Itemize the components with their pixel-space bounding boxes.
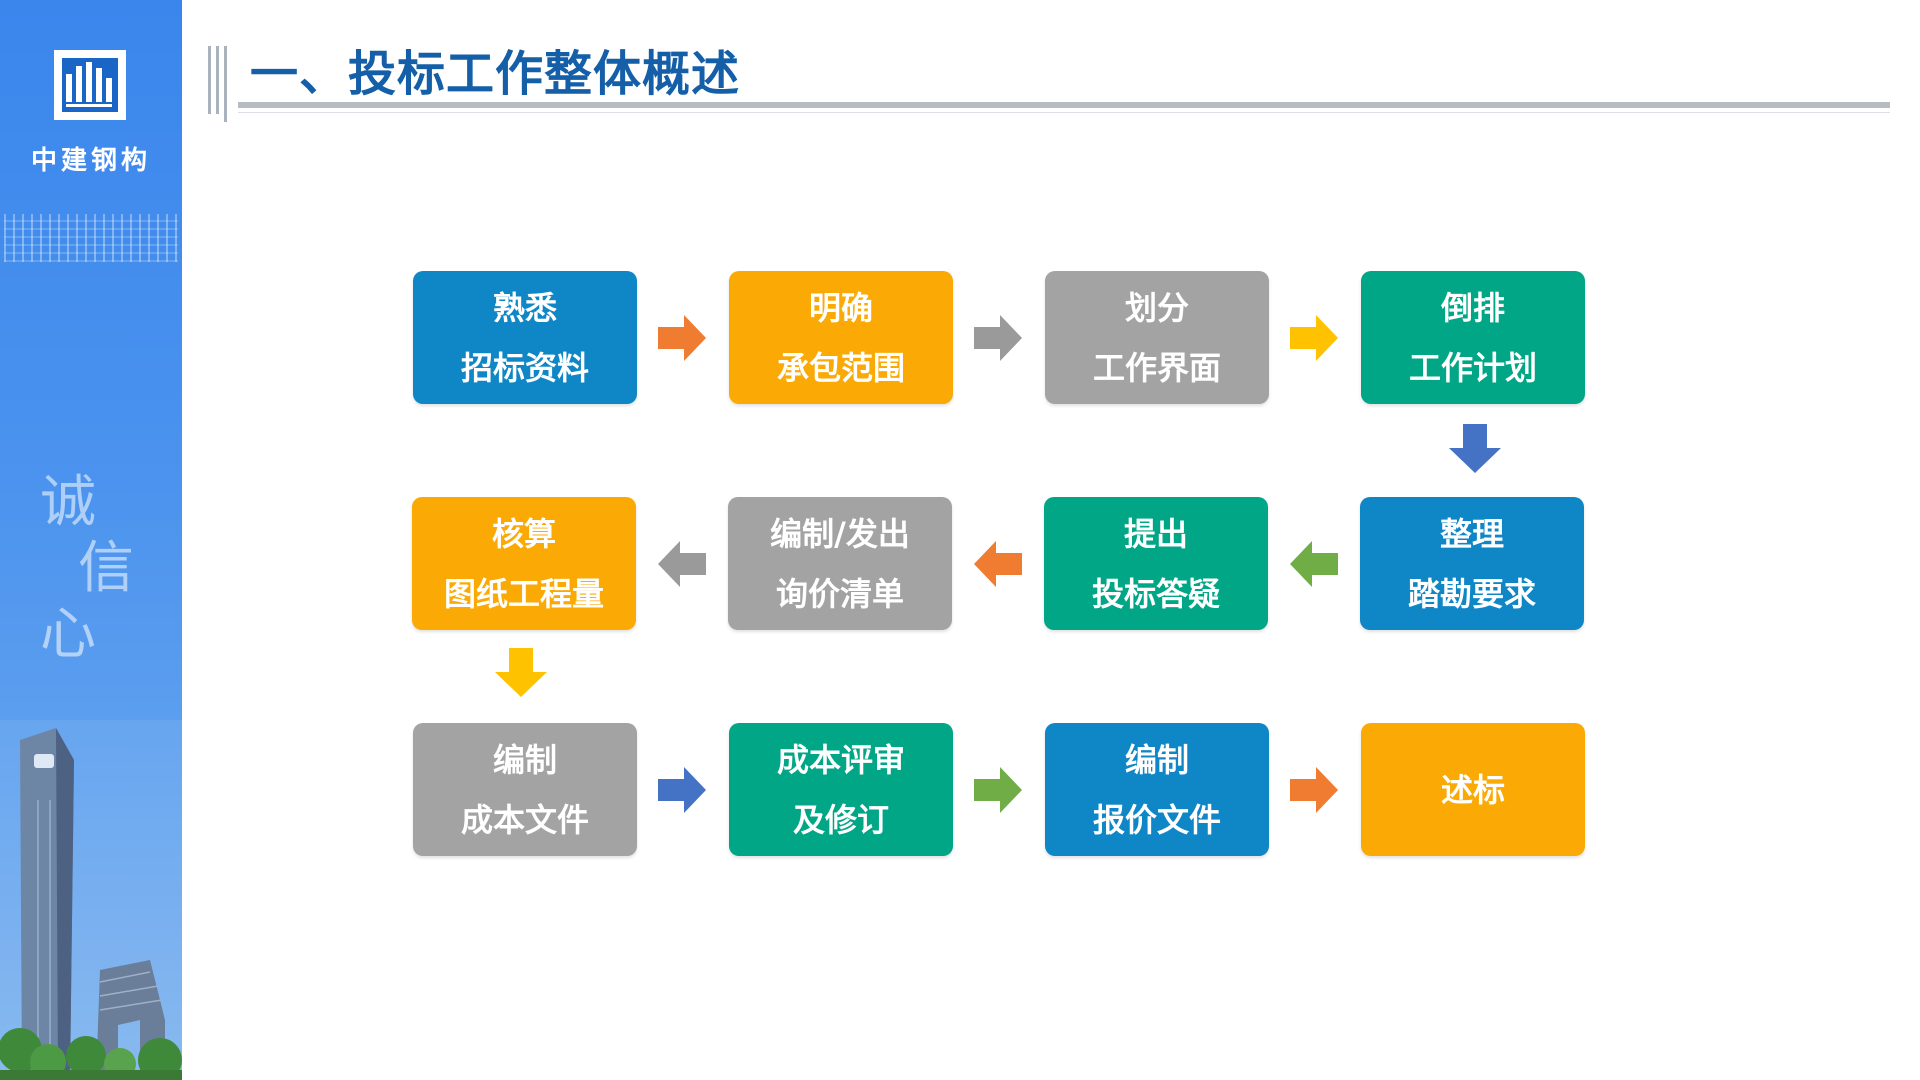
title-underline [238,102,1890,108]
step-line1: 提出 [1123,514,1188,553]
arrow-right-icon [1290,765,1340,815]
arrow-right-icon [658,313,708,363]
step-box: 明确 承包范围 [729,271,953,404]
title-underline-thin [238,112,1890,113]
skyline-illustration [0,720,182,1080]
step-box: 整理 踏勘要求 [1360,497,1584,630]
step-line2: 工作计划 [1408,348,1537,387]
calligraphy-char: 诚 [40,470,96,535]
title-decoration [208,46,228,122]
step-line1: 成本评审 [776,740,905,779]
step-line1: 倒排 [1440,288,1505,327]
step-box: 述标 [1361,723,1585,856]
decorative-pattern [4,214,178,262]
arrow-right-icon [1290,313,1340,363]
arrow-left-icon [1288,539,1338,589]
step-box: 编制 报价文件 [1045,723,1269,856]
company-logo [54,50,126,120]
step-box: 熟悉 招标资料 [413,271,637,404]
cscec-logo-icon [62,58,118,112]
calligraphy-char: 心 [40,602,96,667]
step-line1: 述标 [1440,770,1505,809]
step-line2: 询价清单 [775,574,904,613]
step-line2: 报价文件 [1092,800,1221,839]
step-line1: 整理 [1439,514,1504,553]
step-box: 提出 投标答疑 [1044,497,1268,630]
step-line1: 划分 [1124,288,1189,327]
sidebar: 中建钢构 诚 信 心 [0,0,182,1080]
step-box: 核算 图纸工程量 [412,497,636,630]
page-title: 一、投标工作整体概述 [250,46,741,102]
step-line1: 编制 [1124,740,1189,779]
calligraphy-motto: 诚 信 心 [40,470,170,720]
company-name: 中建钢构 [30,146,151,176]
step-line1: 编制 [492,740,557,779]
arrow-right-icon [974,313,1024,363]
arrow-left-icon [972,539,1022,589]
step-box: 编制 成本文件 [413,723,637,856]
step-line1: 熟悉 [492,288,557,327]
step-line2: 投标答疑 [1091,574,1220,613]
arrow-right-icon [658,765,708,815]
step-line2: 承包范围 [776,348,905,387]
arrow-right-icon [974,765,1024,815]
step-line2: 工作界面 [1092,348,1221,387]
step-line1: 编制/发出 [770,514,910,553]
arrow-down-icon [1448,424,1502,474]
step-line2: 成本文件 [460,800,589,839]
arrow-down-icon [494,648,548,698]
step-line2: 图纸工程量 [443,574,604,613]
step-line2: 踏勘要求 [1407,574,1536,613]
step-line1: 核算 [491,514,556,553]
step-line2: 招标资料 [460,348,589,387]
step-line2: 及修订 [792,800,889,839]
step-box: 成本评审 及修订 [729,723,953,856]
arrow-left-icon [656,539,706,589]
step-line1: 明确 [808,288,873,327]
step-box: 划分 工作界面 [1045,271,1269,404]
step-box: 倒排 工作计划 [1361,271,1585,404]
calligraphy-char: 信 [78,536,134,601]
step-box: 编制/发出 询价清单 [728,497,952,630]
